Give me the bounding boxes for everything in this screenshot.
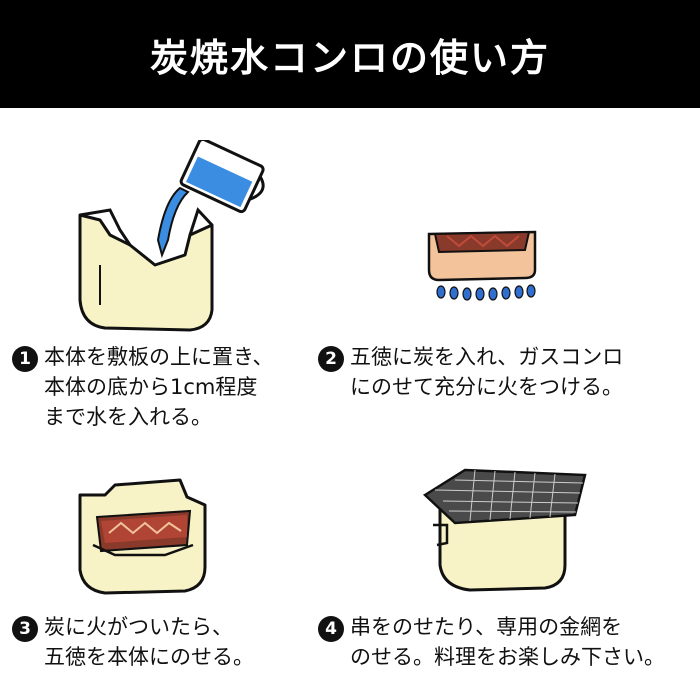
pouring-water-icon bbox=[78, 140, 265, 332]
step-number: 2 bbox=[318, 346, 344, 372]
header-banner: 炭焼水コンロの使い方 bbox=[0, 0, 700, 108]
step-text-line: 炭に火がついたら、 bbox=[44, 615, 233, 639]
grill-net-on-stove-icon bbox=[422, 468, 587, 592]
step-3: 3 炭に火がついたら、 五徳を本体にのせる。 bbox=[12, 612, 254, 672]
step-1: 1 本体を敷板の上に置き、 本体の底から1cm程度 まで水を入れる。 bbox=[12, 342, 274, 432]
step-text-line: 本体の底から1cm程度 bbox=[44, 375, 258, 399]
step-2: 2 五徳に炭を入れ、ガスコンロ にのせて充分に火をつける。 bbox=[318, 342, 623, 402]
step-number: 1 bbox=[12, 346, 38, 372]
step-number: 3 bbox=[12, 616, 38, 642]
step-text-line: にのせて充分に火をつける。 bbox=[350, 375, 623, 399]
step-text-line: のせる。料理をお楽しみ下さい。 bbox=[350, 645, 665, 669]
step-number: 4 bbox=[318, 616, 344, 642]
step-text-line: 本体を敷板の上に置き、 bbox=[44, 345, 274, 369]
step-4: 4 串をのせたり、専用の金網を のせる。料理をお楽しみ下さい。 bbox=[318, 612, 665, 672]
charcoal-tray-on-flame-icon bbox=[427, 230, 537, 301]
step-text-line: 串をのせたり、専用の金網を bbox=[350, 615, 623, 639]
step-text-line: まで水を入れる。 bbox=[44, 405, 212, 429]
tray-in-stove-icon bbox=[78, 478, 207, 595]
step-text-line: 五徳を本体にのせる。 bbox=[44, 645, 254, 669]
step-text-line: 五徳に炭を入れ、ガスコンロ bbox=[350, 345, 624, 369]
page-title: 炭焼水コンロの使い方 bbox=[149, 35, 550, 80]
